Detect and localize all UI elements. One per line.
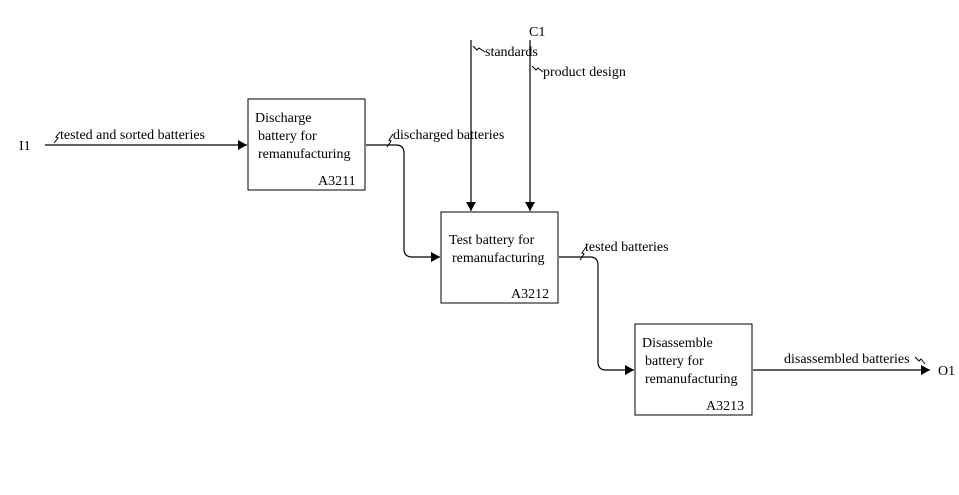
activity-box-a3213[interactable]: Disassemble battery for remanufacturing … — [634, 323, 753, 416]
arrow-tested-line — [559, 256, 634, 375]
arrow-standards-label: standards — [485, 45, 538, 60]
arrow-input-label: tested and sorted batteries — [60, 128, 205, 143]
arrow-tested-label: tested batteries — [585, 240, 669, 255]
activity-a3213-line-2: battery for — [645, 354, 704, 369]
activity-a3211-line-3: remanufacturing — [258, 147, 351, 162]
arrow-standards-squiggle — [472, 45, 486, 53]
output-code-o1: O1 — [938, 364, 955, 379]
activity-a3211-line-1: Discharge — [255, 111, 312, 126]
arrow-discharged-line — [366, 144, 440, 262]
arrow-discharged-label: discharged batteries — [393, 128, 504, 143]
arrow-input-squiggle — [53, 131, 61, 144]
activity-a3213-line-1: Disassemble — [642, 336, 713, 351]
activity-a3213-code: A3213 — [706, 399, 744, 414]
activity-a3212-line-2: remanufacturing — [452, 251, 545, 266]
activity-a3213-line-3: remanufacturing — [645, 372, 738, 387]
activity-box-a3212[interactable]: Test battery for remanufacturing A3212 — [440, 211, 559, 304]
control-code-c1: C1 — [529, 25, 545, 40]
arrow-output-label: disassembled batteries — [784, 352, 910, 367]
activity-a3211-code: A3211 — [318, 174, 356, 189]
activity-box-a3211[interactable]: Discharge battery for remanufacturing A3… — [247, 98, 366, 191]
arrow-output-squiggle — [914, 356, 926, 365]
arrow-tested-squiggle — [579, 246, 587, 261]
activity-a3212-code: A3212 — [511, 287, 549, 302]
arrow-product-design-squiggle — [531, 65, 544, 73]
input-code-i1: I1 — [19, 139, 31, 154]
activity-a3212-line-1: Test battery for — [449, 233, 535, 248]
arrow-product-design-label: product design — [543, 65, 626, 80]
arrow-discharged-squiggle — [386, 133, 394, 148]
activity-a3211-line-2: battery for — [258, 129, 317, 144]
